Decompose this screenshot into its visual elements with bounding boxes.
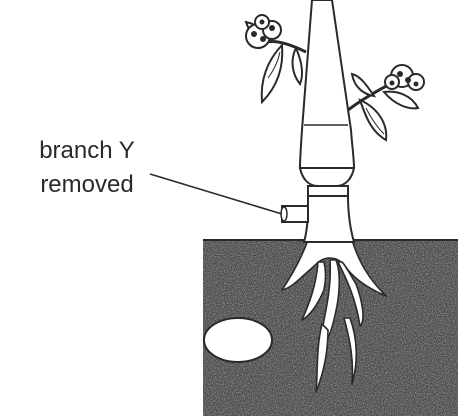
- leader-line: [150, 174, 282, 214]
- upper-stem: [300, 0, 354, 168]
- flower-dot: [251, 31, 257, 37]
- label-removed: removed: [12, 170, 162, 200]
- right-flower-cluster: [385, 65, 424, 90]
- left-branch-stalk: [266, 41, 306, 52]
- left-leaf-small: [293, 48, 303, 84]
- label-branch-y: branch Y: [12, 136, 162, 166]
- right-leaf-mid: [384, 92, 418, 109]
- flower-dot: [260, 20, 265, 25]
- flower-dot: [269, 25, 275, 31]
- graft-band: [308, 186, 348, 196]
- right-leaf-small: [352, 74, 374, 96]
- stem: [281, 0, 354, 242]
- flower-dot: [405, 77, 411, 83]
- flower-dot: [397, 71, 403, 77]
- stem-collar: [300, 168, 354, 186]
- flower-dot: [260, 36, 266, 42]
- lower-stem: [304, 196, 354, 242]
- stone: [204, 318, 272, 362]
- left-branch: [246, 15, 306, 102]
- flower-dot: [414, 82, 419, 87]
- right-branch: [348, 65, 424, 140]
- flower-dot: [390, 81, 395, 86]
